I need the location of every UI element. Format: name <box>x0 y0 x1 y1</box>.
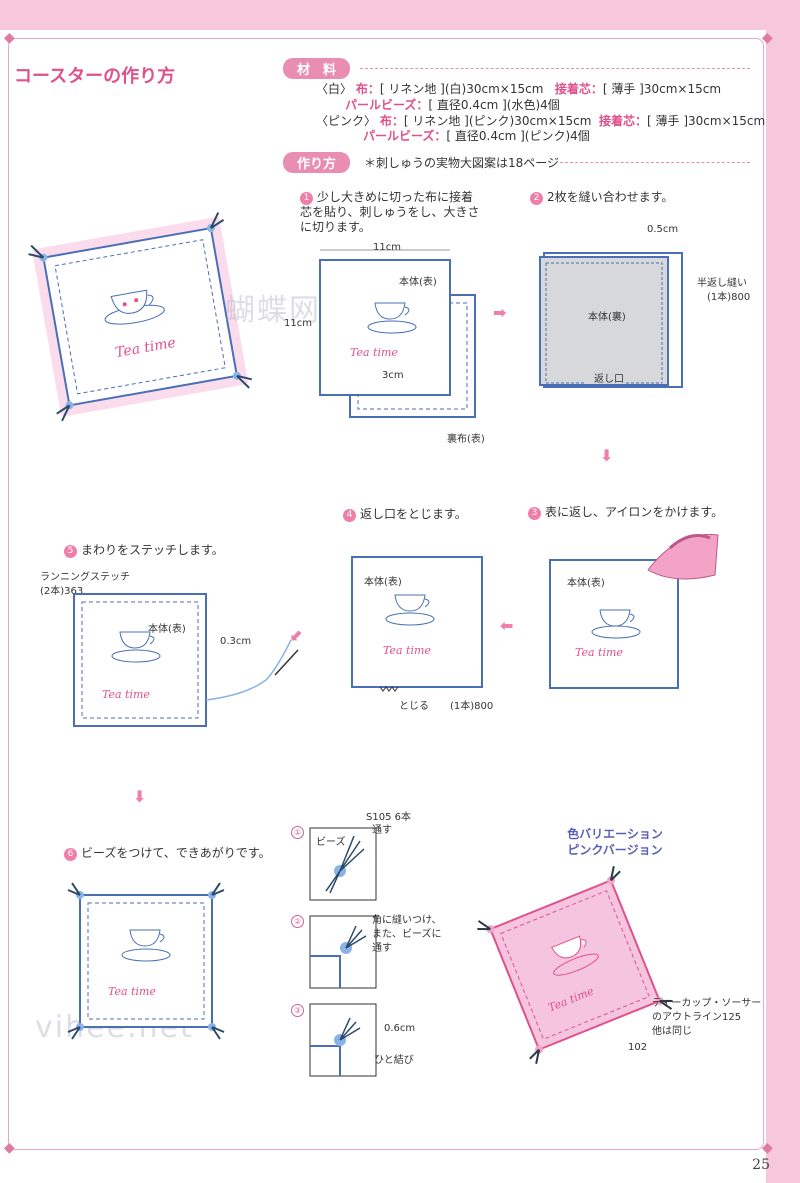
step-5-body-label: 本体(表) <box>148 624 186 635</box>
bead-label: ビーズ <box>316 837 346 848</box>
step-4-tea-time: Tea time <box>383 644 431 657</box>
method-pill: 作り方 <box>283 152 351 173</box>
step-2-halfback-label: 半返し縫い <box>697 278 747 289</box>
substep-1-marker: ① <box>291 826 304 839</box>
material-white-line1: 〈白〉 布：[ リネン地 ](白)30cm×15cm 接着芯：[ 薄手 ]30c… <box>316 82 722 96</box>
arrow-down-icon: ⬇ <box>133 787 147 806</box>
method-note: ＊刺しゅうの実物大図案は18ページ <box>364 156 560 170</box>
pink-right-border <box>766 0 800 1183</box>
material-pink-line2: パールビーズ：[ 直径0.4cm ](ピンク)4個 <box>363 129 590 143</box>
step-1-body-label: 本体(表) <box>399 277 437 288</box>
step-1-illustration <box>319 249 476 418</box>
step-6-illustration <box>67 882 225 1040</box>
step-2-05cm-label: 0.5cm <box>647 224 679 235</box>
step-1-height-label: 11cm <box>284 318 312 329</box>
corner-diamond-icon: ◆ <box>4 1140 15 1156</box>
step-2-opening-label: 返し口 <box>594 374 624 385</box>
step-5-running-count: (2本)363 <box>40 586 84 597</box>
pink-top-border <box>0 0 800 30</box>
step-1-back-label: 裏布(表) <box>447 434 485 445</box>
step-2-halfback-count: (1本)800 <box>707 292 751 303</box>
step-1-3cm-label: 3cm <box>382 370 404 381</box>
pink-coaster-illustration <box>477 866 673 1064</box>
arrow-down-left-icon: ⬋ <box>290 625 304 644</box>
substep-3-marker: ③ <box>291 1004 304 1017</box>
corner-diamond-icon: ◆ <box>762 1140 773 1156</box>
variation-note-1: ティーカップ・ソーサー <box>652 998 762 1009</box>
substep-2-marker: ② <box>291 915 304 928</box>
step-1-width-label: 11cm <box>373 242 401 253</box>
corner-diamond-icon: ◆ <box>4 30 15 46</box>
inner-frame-line <box>8 38 764 1150</box>
materials-dash <box>360 68 750 69</box>
06cm-label: 0.6cm <box>384 1023 416 1034</box>
step-2-body-back-label: 本体(裏) <box>588 312 626 323</box>
step-6-tea-time: Tea time <box>108 985 156 998</box>
step-5-tea-time: Tea time <box>102 688 150 701</box>
variation-note-3: 他は同じ <box>652 1026 692 1037</box>
step-3-tea-time: Tea time <box>575 646 623 659</box>
variation-title-line2: ピンクバージョン <box>567 843 663 857</box>
bead-detail-illustrations <box>309 827 377 1077</box>
step-1-tea-time: Tea time <box>350 346 398 359</box>
arrow-down-icon: ⬇ <box>600 446 614 465</box>
page-number: 25 <box>752 1157 770 1173</box>
material-white-line2: パールビーズ：[ 直径0.4cm ](水色)4個 <box>345 98 560 112</box>
corner-note-2: また、ビーズに <box>372 929 442 940</box>
variation-note-2: のアウトライン125 <box>652 1012 742 1023</box>
corner-note-3: 通す <box>372 943 392 954</box>
step-4-body-label: 本体(表) <box>364 577 402 588</box>
material-pink-line1: 〈ピンク〉 布：[ リネン地 ](ピンク)30cm×15cm 接着芯：[ 薄手 … <box>316 114 766 128</box>
step-5-03cm-label: 0.3cm <box>220 636 252 647</box>
step-4-close-label: とじる <box>399 701 429 712</box>
corner-note-1: 角に縫いつけ、 <box>372 915 442 926</box>
knot-label: ひと結び <box>374 1055 414 1066</box>
s105-label: S105 6本 <box>366 812 411 823</box>
arrow-left-icon: ⬅ <box>500 616 514 635</box>
step-5-illustration <box>73 593 299 727</box>
step-3-body-label: 本体(表) <box>567 578 605 589</box>
arrow-right-icon: ➡ <box>493 303 507 322</box>
page-title: コースターの作り方 <box>14 66 176 87</box>
variation-102-label: 102 <box>628 1042 648 1053</box>
step-5-running-label: ランニングステッチ <box>40 572 130 583</box>
step-4-illustration <box>351 556 483 692</box>
materials-pill: 材 料 <box>283 58 351 79</box>
s105-thread-label: 通す <box>372 825 392 836</box>
variation-title-line1: 色バリエーション <box>567 827 663 841</box>
watermark-top: 蝴蝶网 <box>225 293 321 328</box>
step-4-count-label: (1本)800 <box>450 701 494 712</box>
step-3-illustration <box>549 533 719 689</box>
corner-diamond-icon: ◆ <box>762 30 773 46</box>
method-dash <box>560 162 750 163</box>
step-2-illustration <box>539 252 683 388</box>
variation-title: 色バリエーション ピンクバージョン <box>545 826 685 858</box>
hero-coaster-illustration <box>28 212 252 422</box>
